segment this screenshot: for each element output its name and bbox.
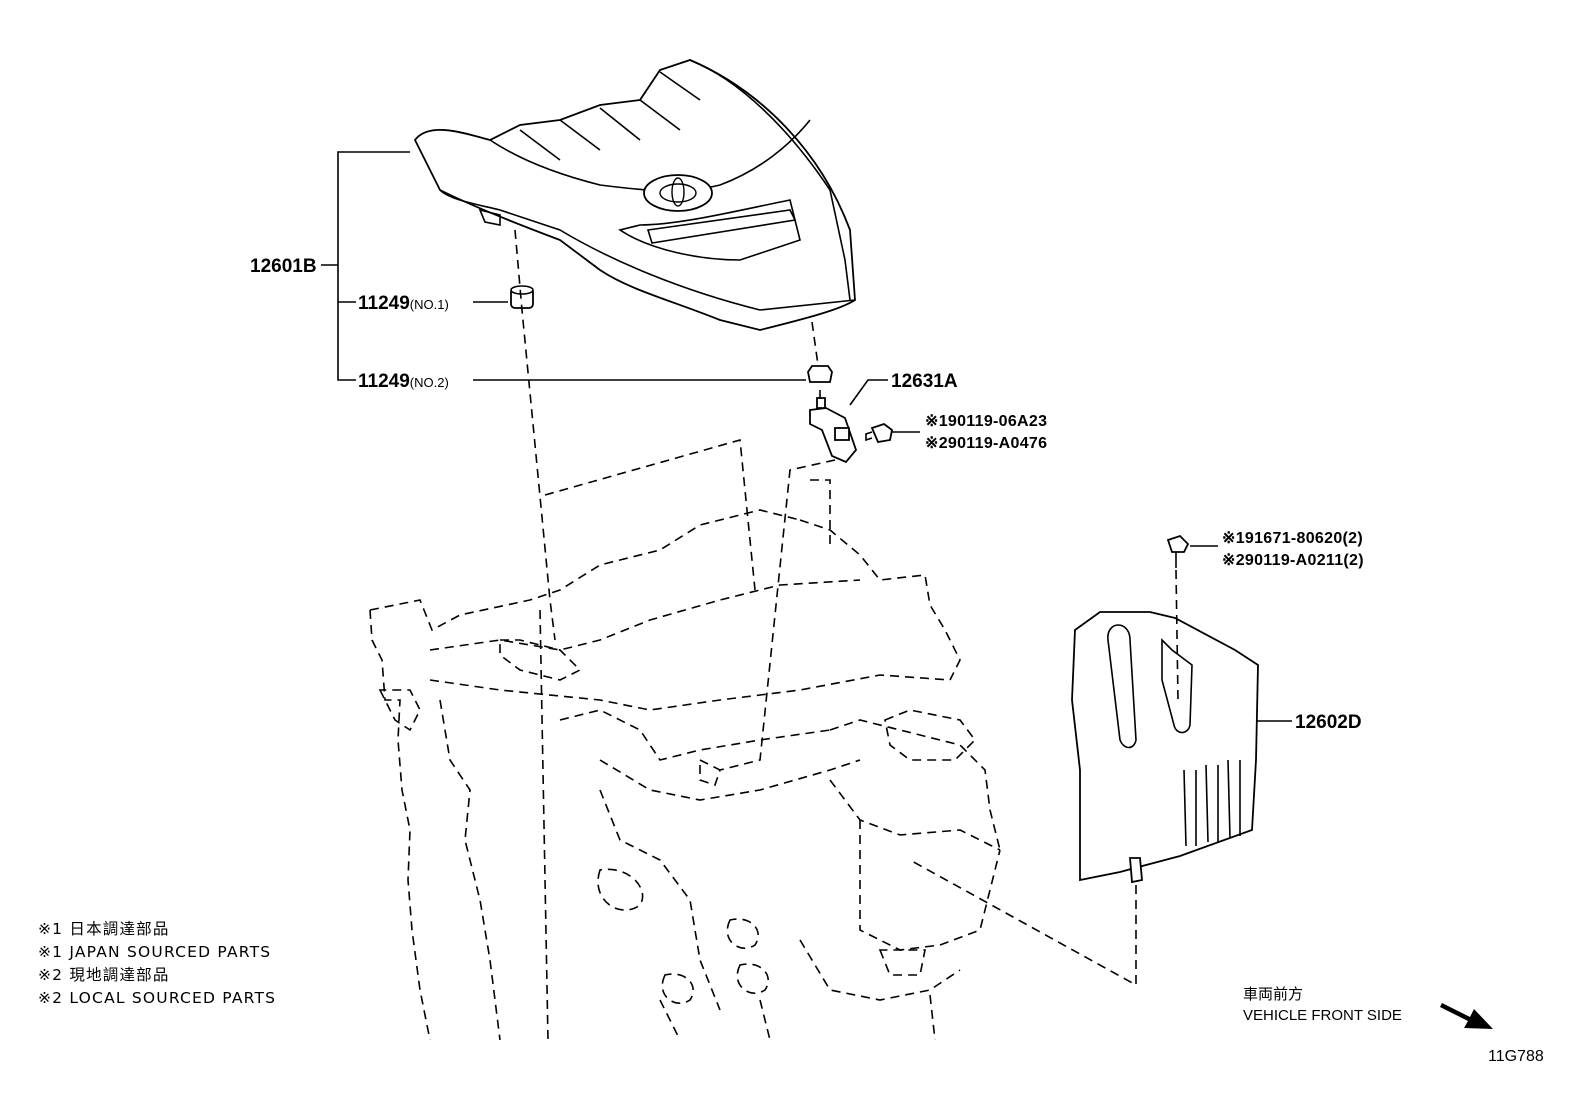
callout-side-cover: 12602D	[1295, 712, 1362, 733]
callout-side-bolt-1: ※191671-80620(2)	[1222, 530, 1363, 547]
callout-leaders	[321, 151, 1292, 722]
callout-grommet-no2: 11249(NO.2)	[358, 371, 449, 392]
legend-line-local-en: ※2 LOCAL SOURCED PARTS	[38, 989, 277, 1007]
callout-grommet-no2-suffix: (NO.2)	[410, 375, 449, 390]
callout-bracket-bolt-2: ※290119-A0476	[925, 435, 1047, 452]
legend-line-japan-en: ※1 JAPAN SOURCED PARTS	[38, 943, 272, 961]
grommet-no1-part	[510, 285, 534, 309]
bracket-part	[809, 397, 858, 464]
vehicle-front-label-en: VEHICLE FRONT SIDE	[1243, 1007, 1402, 1024]
vehicle-front-label: 車両前方 VEHICLE FRONT SIDE	[1243, 984, 1402, 1026]
front-direction-arrow-icon	[1440, 1003, 1493, 1029]
legend-line-japan-jp: ※1 日本調達部品	[38, 920, 170, 938]
legend-line-local-jp: ※2 現地調達部品	[38, 966, 170, 984]
assembly-lines	[514, 229, 1179, 987]
toyota-logo-icon	[643, 174, 713, 212]
callout-grommet-no1-number: 11249	[358, 293, 410, 314]
callout-side-bolt-2: ※290119-A0211(2)	[1222, 552, 1364, 569]
grommet-no2-part	[807, 365, 833, 383]
side-cover-part	[1071, 611, 1259, 884]
callout-bracket: 12631A	[891, 371, 958, 392]
callout-grommet-no1: 11249(NO.1)	[358, 293, 449, 314]
engine-cover-part	[413, 59, 856, 331]
bracket-bolt-part	[865, 422, 893, 444]
callout-engine-cover: 12601B	[250, 256, 317, 277]
callout-grommet-no2-number: 11249	[358, 371, 410, 392]
legend: ※1 日本調達部品 ※1 JAPAN SOURCED PARTS ※2 現地調達…	[38, 918, 276, 1010]
callout-bracket-bolt-1: ※190119-06A23	[925, 413, 1047, 430]
side-bolt-part	[1166, 534, 1190, 568]
figure-id: 11G788	[1488, 1048, 1544, 1065]
callout-grommet-no1-suffix: (NO.1)	[410, 297, 449, 312]
vehicle-front-label-jp: 車両前方	[1243, 986, 1304, 1003]
engine-block-outline	[369, 438, 1001, 1041]
